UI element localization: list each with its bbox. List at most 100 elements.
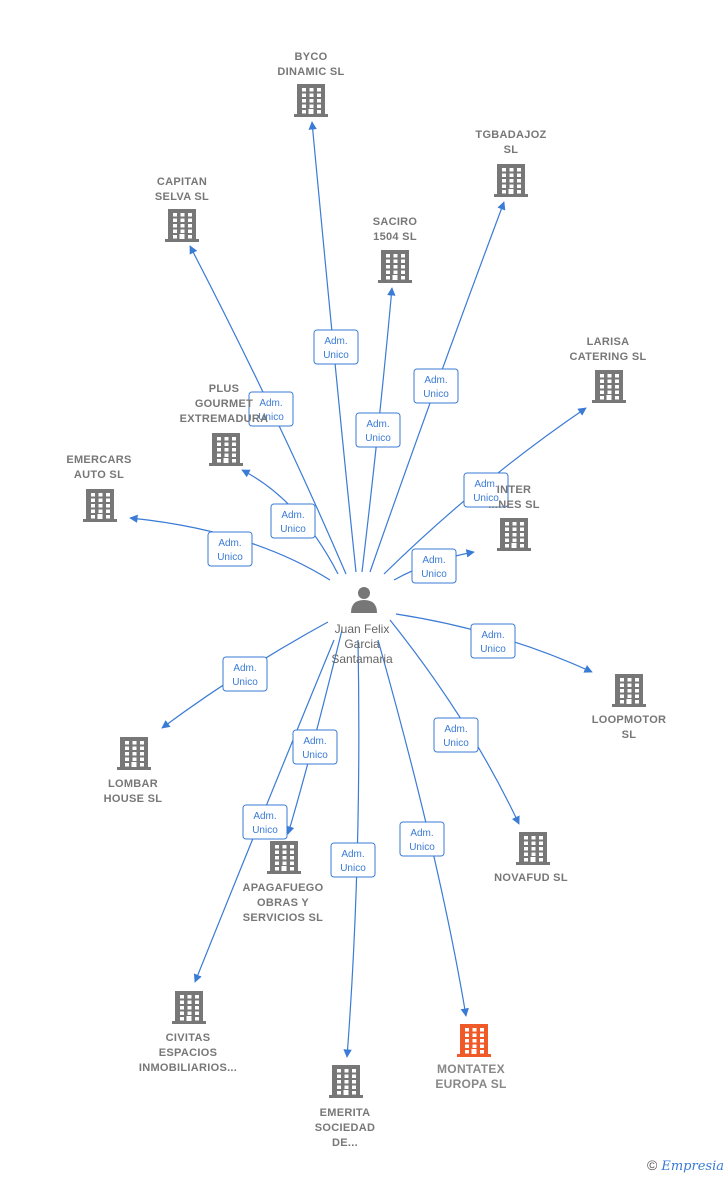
company-label: SL [622, 729, 637, 741]
company-label: MONTATEX [437, 1062, 505, 1076]
edge-label-emercars[interactable]: Adm.Unico [207, 531, 253, 567]
edge-label-text: Adm. [253, 811, 276, 822]
edge-label-text: Unico [473, 493, 499, 504]
company-label: CATERING SL [569, 351, 646, 363]
company-node-saciro[interactable]: SACIRO 1504 SL [373, 216, 418, 283]
company-label: EUROPA SL [435, 1077, 506, 1091]
edge-label-montatex[interactable]: Adm. Unico [399, 821, 445, 857]
edge-label-novafud[interactable]: Adm.Unico [433, 717, 479, 753]
person-name-line: Garcia [344, 637, 380, 651]
edge-label-text: Unico [258, 412, 284, 423]
building-icon [172, 991, 206, 1024]
company-node-inter[interactable]: INTER ...NES SL [488, 484, 540, 551]
company-label: SERVICIOS SL [243, 912, 323, 924]
edge-label-text: Adm. [366, 419, 389, 430]
company-label: SELVA SL [155, 191, 209, 203]
company-label: EXTREMADURA [180, 413, 269, 425]
edge-label-inter[interactable]: Adm. Unico [411, 548, 457, 584]
building-icon [516, 832, 550, 865]
company-label: CIVITAS [166, 1032, 211, 1044]
edge-label-text: Unico [421, 569, 447, 580]
company-label: INTER [497, 484, 532, 496]
edge-label-text: Adm. [259, 398, 282, 409]
company-label: EMERITA [320, 1107, 371, 1119]
building-icon [612, 674, 646, 707]
edge-labels-layer: Adm.UnicoAdm.UnicoAdm.UnicoAdm.UnicoAdm.… [207, 329, 516, 878]
company-label: ...NES SL [488, 499, 540, 511]
edge-label-byco[interactable]: Adm.Unico [313, 329, 359, 365]
edge-label-text: Adm. [218, 538, 241, 549]
person-name-line: Juan Felix [335, 622, 390, 636]
company-label: BYCO [295, 51, 328, 63]
company-label: LOOPMOTOR [592, 714, 667, 726]
building-icon [497, 518, 531, 551]
edge-label-plus[interactable]: Adm.Unico [270, 503, 316, 539]
company-node-loopmotor[interactable]: LOOPMOTOR SL [592, 674, 667, 741]
company-label: SL [504, 144, 519, 156]
company-node-tgbadajoz[interactable]: TGBADAJOZ SL [475, 129, 546, 197]
edge-label-capitan[interactable]: Adm. Unico [248, 391, 294, 427]
edge-label-text: Adm. [444, 724, 467, 735]
edge-label-apagafuego[interactable]: Adm.Unico [292, 729, 338, 765]
company-node-emerita[interactable]: EMERITA SOCIEDAD DE... [315, 1065, 375, 1149]
company-label: 1504 SL [373, 231, 417, 243]
edge-label-loopmotor[interactable]: Adm. Unico [470, 623, 516, 659]
edge-label-text: Adm. [410, 828, 433, 839]
building-icon [267, 841, 301, 874]
edge-label-saciro[interactable]: Adm. Unico [355, 412, 401, 448]
person-name-line: Santamaria [331, 652, 393, 666]
edge-label-text: Unico [340, 863, 366, 874]
company-label: CAPITAN [157, 176, 207, 188]
edge-label-emerita[interactable]: Adm.Unico [330, 842, 376, 878]
company-label: OBRAS Y [257, 897, 309, 909]
company-node-plus[interactable]: PLUS GOURMET EXTREMADURA [180, 383, 269, 466]
footer-brand: ©Empresia [647, 1157, 724, 1174]
edge-label-text: Adm. [233, 663, 256, 674]
company-label: DE... [332, 1137, 358, 1149]
company-label: APAGAFUEGO [242, 882, 323, 894]
company-node-novafud[interactable]: NOVAFUD SL [494, 832, 568, 884]
building-icon [294, 84, 328, 117]
edge-byco [308, 121, 357, 573]
building-icon [329, 1065, 363, 1098]
company-label: PLUS [209, 383, 240, 395]
company-label: SOCIEDAD [315, 1122, 375, 1134]
edge-label-text: Unico [423, 389, 449, 400]
building-icon [378, 250, 412, 283]
person-icon [351, 587, 377, 613]
building-icon [494, 164, 528, 197]
edge-label-civitas[interactable]: Adm.Unico [242, 804, 288, 840]
edge-label-text: Unico [480, 644, 506, 655]
building-icon [457, 1024, 491, 1057]
edge-label-text: Unico [232, 677, 258, 688]
company-label: AUTO SL [74, 469, 124, 481]
company-label: LOMBAR [108, 778, 158, 790]
edge-label-text: Unico [365, 433, 391, 444]
company-label: SACIRO [373, 216, 418, 228]
edge-label-text: Unico [409, 842, 435, 853]
company-node-capitan[interactable]: CAPITAN SELVA SL [155, 176, 209, 242]
edge-label-text: Adm. [424, 375, 447, 386]
building-icon [83, 489, 117, 522]
company-label: TGBADAJOZ [475, 129, 546, 141]
company-label: NOVAFUD SL [494, 872, 568, 884]
company-node-apagafuego[interactable]: APAGAFUEGO OBRAS Y SERVICIOS SL [242, 841, 323, 924]
company-node-civitas[interactable]: CIVITASESPACIOSINMOBILIARIOS... [139, 991, 237, 1074]
edge-label-larisa[interactable]: Adm.Unico [463, 472, 509, 508]
edge-label-tgbadajoz[interactable]: Adm. Unico [413, 368, 459, 404]
edge-label-lombar[interactable]: Adm. Unico [222, 656, 268, 692]
building-icon [165, 209, 199, 242]
company-label: GOURMET [195, 398, 253, 410]
copyright-symbol: © [647, 1157, 658, 1173]
edge-label-text: Adm. [422, 555, 445, 566]
edge-label-text: Unico [280, 524, 306, 535]
edge-label-text: Adm. [481, 630, 504, 641]
